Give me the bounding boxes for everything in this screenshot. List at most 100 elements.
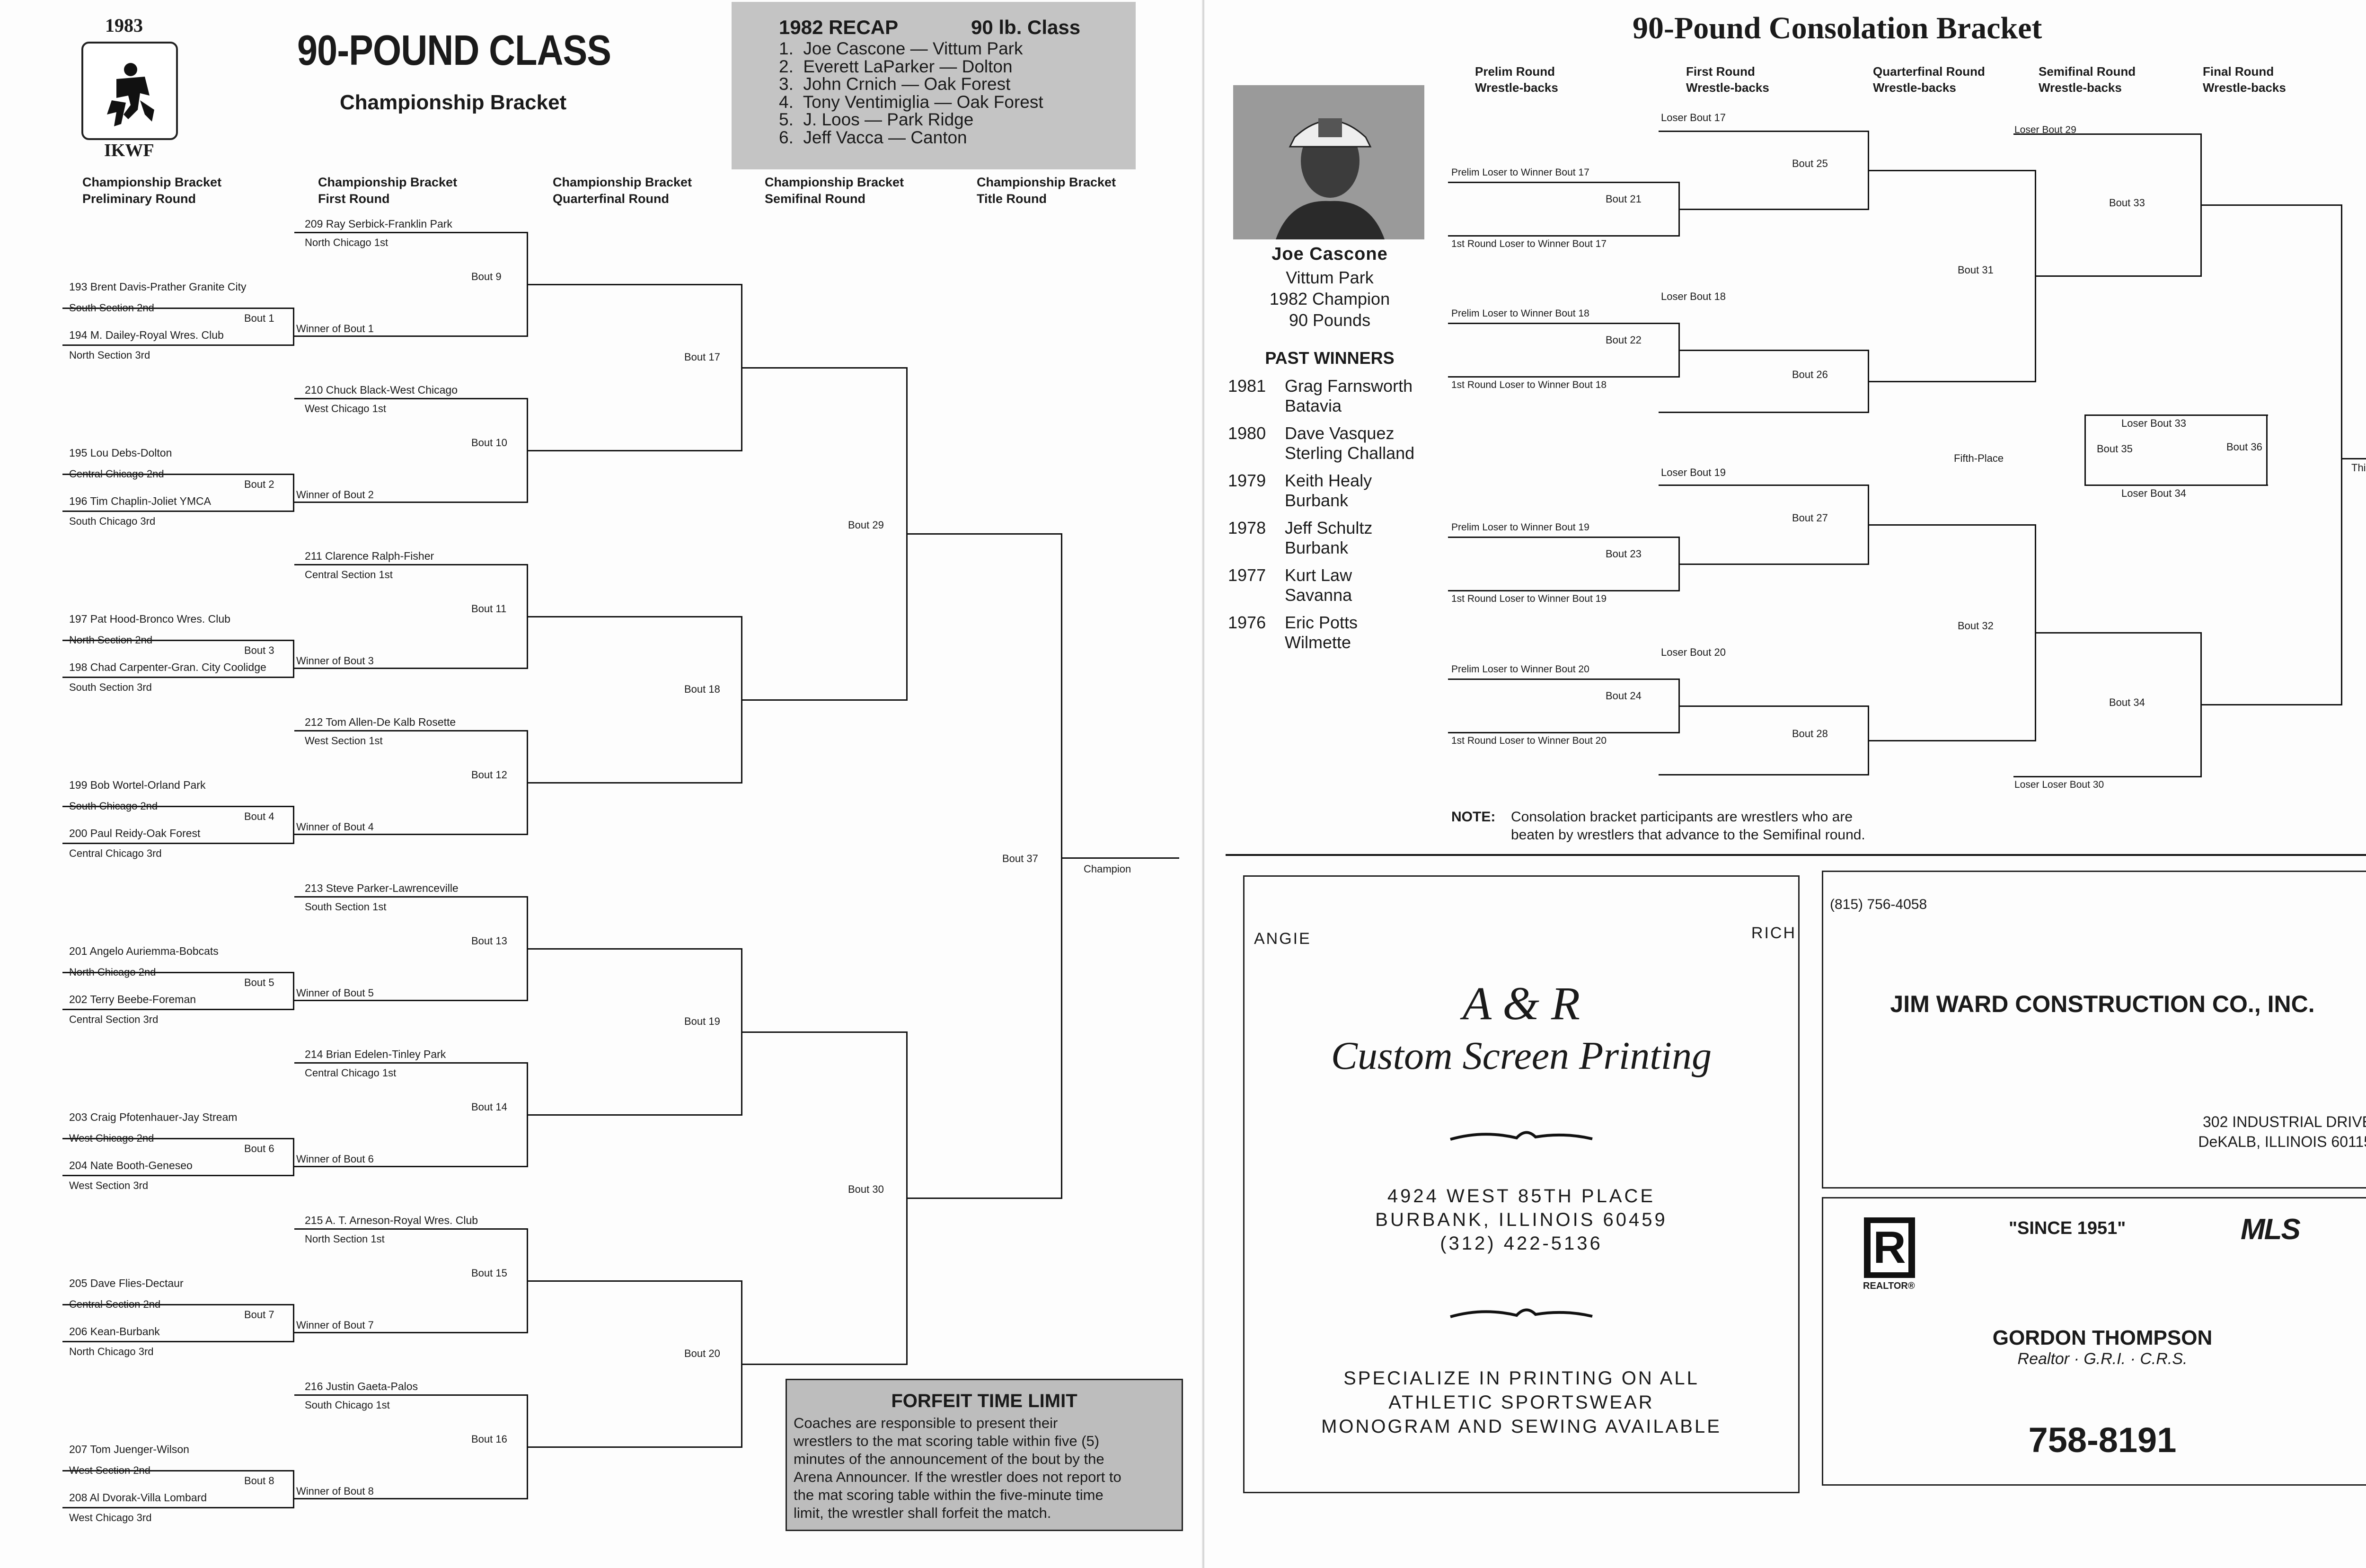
prelim-winner: Winner of Bout 4 <box>296 822 374 832</box>
cons-final-bout: Bout 34 <box>2109 697 2145 708</box>
past-name: Eric Potts <box>1285 613 1358 633</box>
ar-business-name: Custom Screen Printing <box>1245 1033 1798 1079</box>
semifinal-bout: Bout 29 <box>848 520 884 530</box>
prelim-bout: Bout 7 <box>244 1310 274 1320</box>
prelim-section-a: South Section 2nd <box>69 303 154 313</box>
prelim-section-b: South Section 3rd <box>69 682 152 693</box>
cons-prelim-label: Prelim Loser to Winner Bout 18 <box>1451 308 1589 318</box>
bracket-line <box>2200 204 2342 206</box>
first-round-section: South Section 1st <box>305 902 386 912</box>
note-label: NOTE: <box>1451 809 1495 825</box>
cons-pair-bout: Bout 21 <box>1606 194 1642 204</box>
note-line-1: Consolation bracket participants are wre… <box>1511 809 1853 825</box>
recap-place: 3. John Crnich — Oak Forest <box>779 75 1043 93</box>
prelim-bout: Bout 3 <box>244 645 274 656</box>
bracket-line <box>527 450 742 451</box>
bracket-line <box>294 1498 528 1499</box>
round-header-line1: Championship Bracket <box>553 174 692 191</box>
round-header-line2: First Round <box>318 191 389 207</box>
bracket-line <box>294 1166 528 1167</box>
cons-prelim-label: Prelim Loser to Winner Bout 19 <box>1451 522 1589 532</box>
prelim-wrestler-b: 206 Kean-Burbank <box>69 1326 160 1337</box>
prelim-section-a: West Chicago 2nd <box>69 1133 154 1144</box>
cons-first-label: 1st Round Loser to Winner Bout 17 <box>1451 239 1607 249</box>
first-round-bout: Bout 15 <box>471 1268 507 1278</box>
first-round-wrestler: 210 Chuck Black-West Chicago <box>305 385 458 396</box>
prelim-section-a: North Chicago 2nd <box>69 967 156 978</box>
bracket-line <box>293 308 294 346</box>
cons-prelim-label: Prelim Loser to Winner Bout 17 <box>1451 167 1589 177</box>
forfeit-title: FORFEIT TIME LIMIT <box>787 1391 1182 1412</box>
bracket-line <box>1061 533 1062 1199</box>
cons-pair-bout: Bout 22 <box>1606 335 1642 345</box>
cons-sf-loser: Loser Loser Bout 30 <box>2014 780 2104 790</box>
bracket-line <box>906 533 1062 535</box>
recap-place: 5. J. Loos — Park Ridge <box>779 111 1043 129</box>
prelim-section-a: West Section 2nd <box>69 1465 150 1476</box>
bracket-line <box>294 1000 528 1001</box>
round-header-line1: Championship Bracket <box>977 174 1116 191</box>
third-place-label: Third Place <box>2351 463 2366 473</box>
ornament-top <box>1446 1123 1597 1151</box>
past-name: Dave Vasquez <box>1285 423 1394 443</box>
past-name: Kurt Law <box>1285 565 1352 585</box>
ar-tagline-line: ATHLETIC SPORTSWEAR <box>1245 1391 1798 1415</box>
cons-loser-label: Loser Bout 19 <box>1661 467 1726 478</box>
cons-header-line2: Wrestle-backs <box>1686 79 1769 96</box>
round-header-line1: Championship Bracket <box>765 174 904 191</box>
prelim-section-a: South Chicago 2nd <box>69 801 158 811</box>
wrestlers-emblem <box>83 44 176 138</box>
bracket-line <box>294 398 528 399</box>
year-label: 1983 <box>105 14 143 36</box>
past-name: Grag Farnsworth <box>1285 376 1413 396</box>
bracket-line <box>527 284 742 285</box>
bracket-line <box>1448 537 1680 538</box>
prelim-wrestler-a: 199 Bob Wortel-Orland Park <box>69 780 206 791</box>
prelim-wrestler-a: 195 Lou Debs-Dolton <box>69 448 172 458</box>
first-round-section: Central Section 1st <box>305 570 393 580</box>
bracket-line <box>1678 564 1868 565</box>
prelim-section-a: Central Chicago 2nd <box>69 469 164 479</box>
bracket-line <box>2085 484 2268 486</box>
bracket-line <box>1448 678 1680 680</box>
past-year: 1976 <box>1228 613 1266 633</box>
first-round-section: North Chicago 1st <box>305 238 388 248</box>
first-round-section: West Section 1st <box>305 736 383 746</box>
recap-place: 2. Everett LaParker — Dolton <box>779 58 1043 76</box>
ar-ad: ANGIE RICH A & R Custom Screen Printing … <box>1243 875 1800 1493</box>
cons-qf-bout: Bout 27 <box>1792 513 1828 523</box>
champion-label: Champion <box>1084 864 1131 874</box>
cons-header-line2: Wrestle-backs <box>2203 79 2286 96</box>
semifinal-bout: Bout 30 <box>848 1184 884 1195</box>
bracket-line <box>1448 323 1680 324</box>
first-round-wrestler: 213 Steve Parker-Lawrenceville <box>305 883 459 894</box>
cons-header-line1: Final Round <box>2203 63 2274 79</box>
prelim-wrestler-a: 203 Craig Pfotenhauer-Jay Stream <box>69 1112 237 1123</box>
prelim-bout: Bout 5 <box>244 978 274 988</box>
past-winners-title: PAST WINNERS <box>1233 348 1427 368</box>
prelim-wrestler-a: 197 Pat Hood-Bronco Wres. Club <box>69 614 230 625</box>
round-header-line2: Preliminary Round <box>82 191 196 207</box>
realtor-label: REALTOR® <box>1863 1281 1915 1292</box>
first-round-wrestler: 209 Ray Serbick-Franklin Park <box>305 219 452 229</box>
forfeit-line: Coaches are responsible to present their <box>794 1414 1175 1432</box>
cons-sf-bout: Bout 32 <box>1958 621 1994 631</box>
cons-header-line2: Wrestle-backs <box>1873 79 1956 96</box>
recap-title: 1982 RECAP <box>779 16 898 39</box>
bracket-line <box>1659 484 1869 486</box>
bracket-line <box>294 1394 528 1396</box>
bracket-line <box>1868 381 2036 382</box>
cons-qf-bout: Bout 25 <box>1792 159 1828 169</box>
prelim-bout: Bout 4 <box>244 811 274 822</box>
org-label: IKWF <box>104 140 154 161</box>
bracket-line <box>527 782 742 784</box>
bracket-line <box>1448 732 1680 733</box>
first-round-section: North Section 1st <box>305 1234 385 1244</box>
round-header-line2: Semifinal Round <box>765 191 865 207</box>
first-round-bout: Bout 11 <box>471 604 506 614</box>
bracket-line <box>294 896 528 898</box>
first-round-bout: Bout 12 <box>471 770 507 780</box>
bracket-line <box>294 502 528 503</box>
bracket-line <box>1678 209 1868 210</box>
recap-box: 1982 RECAP 90 lb. Class 1. Joe Cascone —… <box>732 2 1136 169</box>
